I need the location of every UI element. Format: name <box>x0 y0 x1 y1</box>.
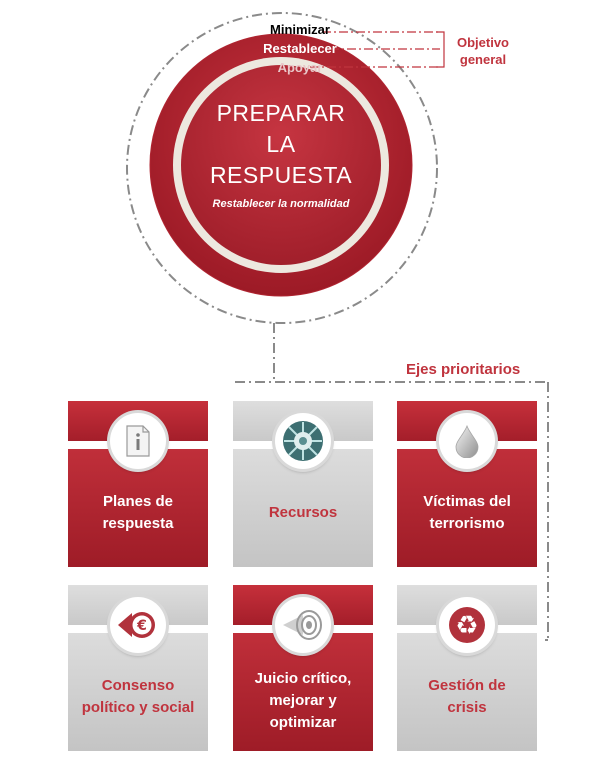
info-document-icon <box>110 413 166 469</box>
ejes-lines <box>235 323 549 641</box>
objetivo-lines <box>310 31 440 68</box>
center-subtitle: Restablecer la normalidad <box>212 198 350 210</box>
level-apoyar: Apoyar <box>277 60 323 75</box>
resources-sphere-icon <box>275 413 331 469</box>
objetivo-bracket <box>436 31 445 68</box>
recycle-icon: ♻ <box>439 597 495 653</box>
target-eye-icon <box>275 597 331 653</box>
objetivo-general-label: Objetivo general <box>456 35 509 67</box>
center-title: PREPARAR LA RESPUESTA <box>209 100 353 188</box>
svg-text:€: € <box>136 618 147 634</box>
euro-icon: € <box>110 597 166 653</box>
level-minimizar: Minimizar <box>270 22 330 37</box>
outer-dashed-circle <box>126 12 438 324</box>
drop-icon <box>439 413 495 469</box>
ejes-prioritarios-label: Ejes prioritarios <box>406 361 521 378</box>
svg-text:♻: ♻ <box>455 611 478 641</box>
inner-red-circle <box>181 65 381 265</box>
level-restablecer: Restablecer <box>263 41 337 56</box>
